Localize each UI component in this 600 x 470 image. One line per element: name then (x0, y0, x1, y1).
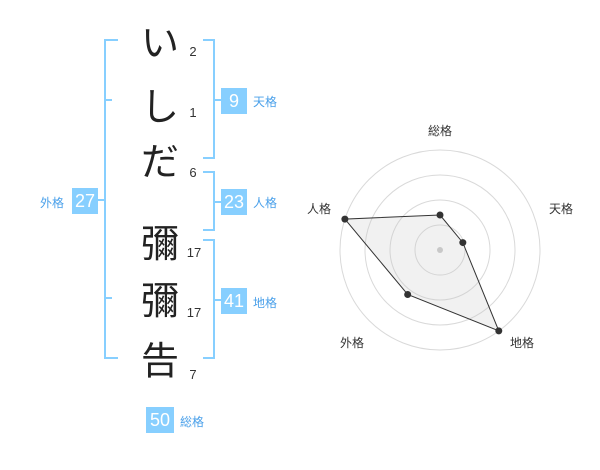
soukaku-label: 総格 (180, 415, 205, 429)
jinkaku-value-box: 23 (221, 189, 247, 215)
radar-label-jinkaku: 人格 (307, 202, 332, 216)
name-char-5: 彌 (140, 279, 179, 323)
name-char-6: 告 (140, 339, 179, 383)
stroke-count-2: 1 (189, 105, 197, 120)
radar-center-dot (437, 247, 443, 253)
radar-ring (339, 149, 541, 351)
stroke-count-1: 2 (189, 44, 197, 59)
soukaku-value-box: 50 (146, 407, 174, 433)
stroke-count-5: 17 (186, 305, 202, 320)
radar-point-3 (495, 327, 503, 335)
radar-point-1 (436, 211, 444, 219)
radar-ring (414, 224, 466, 276)
radar-ring (364, 174, 516, 326)
name-char-1: い (140, 21, 179, 65)
chikaku-value-box: 41 (221, 288, 247, 314)
name-char-4: 彌 (140, 222, 179, 266)
chikaku-label: 地格 (253, 296, 278, 310)
stroke-count-3: 6 (189, 165, 197, 180)
bracket-lines (98, 39, 221, 359)
tenkaku-label: 天格 (253, 95, 278, 109)
radar-point-5 (341, 215, 349, 223)
radar-label-tenkaku: 天格 (549, 202, 574, 216)
gaikaku-value-box: 27 (72, 188, 98, 214)
radar-label-soukaku: 総格 (428, 124, 453, 138)
radar-area (343, 214, 500, 332)
radar-ring (389, 199, 491, 301)
radar-point-4 (404, 290, 412, 298)
gaikaku-label: 外格 (40, 196, 65, 210)
name-char-2: し (140, 85, 179, 129)
stroke-count-6: 7 (189, 367, 197, 382)
name-char-3: だ (140, 140, 179, 184)
jinkaku-label: 人格 (253, 196, 278, 210)
tenkaku-value-box: 9 (221, 88, 247, 114)
radar-label-chikaku: 地格 (510, 336, 535, 350)
radar-point-2 (459, 239, 467, 247)
radar-label-gaikaku: 外格 (340, 336, 365, 350)
stroke-count-4: 17 (186, 245, 202, 260)
